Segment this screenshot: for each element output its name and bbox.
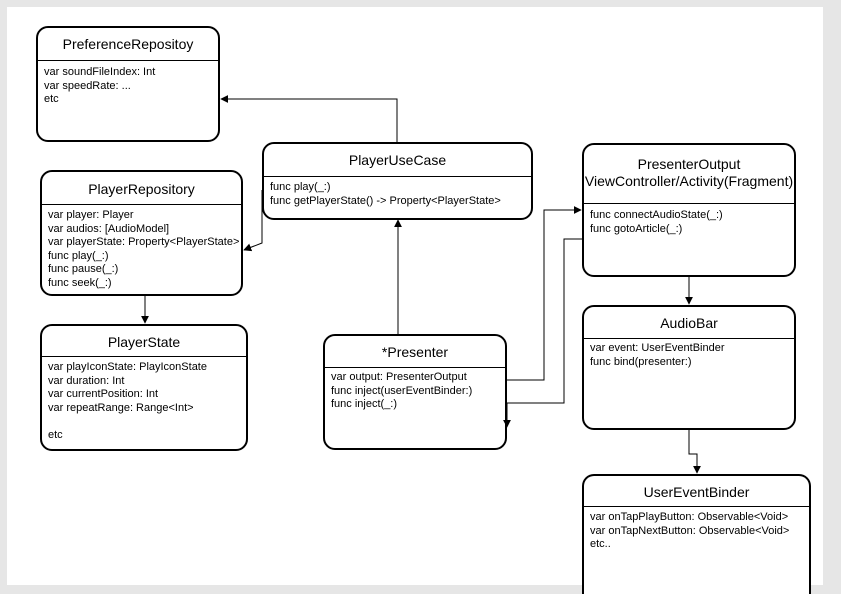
class-title: PreferenceRepositoy bbox=[38, 28, 218, 61]
class-title: AudioBar bbox=[584, 307, 794, 339]
class-title-line: PresenterOutput bbox=[637, 156, 741, 172]
member-line: var event: UserEventBinder bbox=[590, 342, 725, 354]
member-line: etc bbox=[44, 93, 59, 105]
member-line: var speedRate: ... bbox=[44, 79, 131, 92]
class-members: var player: Player var audios: [AudioMod… bbox=[48, 209, 240, 290]
member-line: func play(_:) bbox=[48, 249, 109, 262]
class-title: UserEventBinder bbox=[584, 476, 809, 507]
arrow-usecase-to-player-repository bbox=[243, 190, 263, 252]
member-line: var onTapPlayButton: Observable<Void> bbox=[590, 511, 789, 523]
member-line: func getPlayerState() -> Property<Player… bbox=[270, 194, 501, 207]
member-line: func play(_:) bbox=[270, 181, 331, 193]
class-title: PlayerRepository bbox=[42, 172, 241, 205]
class-members: var playIconState: PlayIconState var dur… bbox=[48, 361, 242, 442]
class-audio-bar: AudioBar var event: UserEventBinder func… bbox=[582, 305, 796, 430]
member-line: var output: PresenterOutput bbox=[331, 371, 467, 383]
arrow-presenter-output-to-presenter bbox=[503, 238, 582, 428]
member-line: func seek(_:) bbox=[48, 276, 112, 289]
member-line: var repeatRange: Range<Int> bbox=[48, 401, 194, 414]
member-line: func inject(_:) bbox=[331, 398, 398, 410]
member-line: func inject(userEventBinder:) bbox=[331, 384, 473, 397]
member-line: func gotoArticle(_:) bbox=[590, 222, 683, 235]
class-members: var output: PresenterOutput func inject(… bbox=[331, 371, 501, 412]
class-members: func play(_:) func getPlayerState() -> P… bbox=[270, 181, 527, 208]
class-members: func connectAudioState(_:) func gotoArti… bbox=[590, 209, 790, 236]
class-presenter-output: PresenterOutput ViewController/Activity(… bbox=[582, 143, 796, 277]
member-line: var audios: [AudioModel] bbox=[48, 222, 170, 235]
arrow-usecase-to-preference bbox=[220, 95, 398, 142]
member-line: var onTapNextButton: Observable<Void> bbox=[590, 524, 790, 537]
class-members: var event: UserEventBinder func bind(pre… bbox=[590, 342, 790, 369]
member-line: var currentPosition: Int bbox=[48, 388, 159, 400]
member-line: var playerState: Property<PlayerState> bbox=[48, 236, 240, 248]
member-line: var playIconState: PlayIconState bbox=[48, 361, 207, 373]
diagram-canvas: PreferenceRepositoy var soundFileIndex: … bbox=[7, 7, 823, 594]
member-line: etc.. bbox=[590, 538, 611, 550]
class-title: *Presenter bbox=[325, 336, 505, 368]
class-user-event-binder: UserEventBinder var onTapPlayButton: Obs… bbox=[582, 474, 811, 594]
arrow-presenter-to-presenter-output bbox=[507, 206, 582, 381]
member-line: func bind(presenter:) bbox=[590, 355, 692, 368]
member-line: func connectAudioState(_:) bbox=[590, 209, 723, 221]
member-line: var player: Player bbox=[48, 209, 134, 221]
class-player-state: PlayerState var playIconState: PlayIconS… bbox=[40, 324, 248, 451]
class-title: PlayerUseCase bbox=[264, 144, 531, 177]
connectors bbox=[141, 95, 701, 474]
class-title: PresenterOutput ViewController/Activity(… bbox=[584, 145, 794, 204]
member-line: etc bbox=[48, 428, 63, 441]
class-members: var soundFileIndex: Int var speedRate: .… bbox=[44, 66, 214, 107]
class-player-use-case: PlayerUseCase func play(_:) func getPlay… bbox=[262, 142, 533, 220]
member-line: func pause(_:) bbox=[48, 263, 119, 275]
class-preference-repository: PreferenceRepositoy var soundFileIndex: … bbox=[36, 26, 220, 142]
class-presenter: *Presenter var output: PresenterOutput f… bbox=[323, 334, 507, 450]
arrow-audio-bar-to-user-event-binder bbox=[688, 430, 701, 474]
class-title: PlayerState bbox=[42, 326, 246, 357]
class-player-repository: PlayerRepository var player: Player var … bbox=[40, 170, 243, 296]
class-members: var onTapPlayButton: Observable<Void> va… bbox=[590, 511, 805, 552]
member-line: var soundFileIndex: Int bbox=[44, 66, 156, 78]
member-line: var duration: Int bbox=[48, 374, 125, 387]
class-title-line: ViewController/Activity(Fragment) bbox=[584, 173, 794, 189]
